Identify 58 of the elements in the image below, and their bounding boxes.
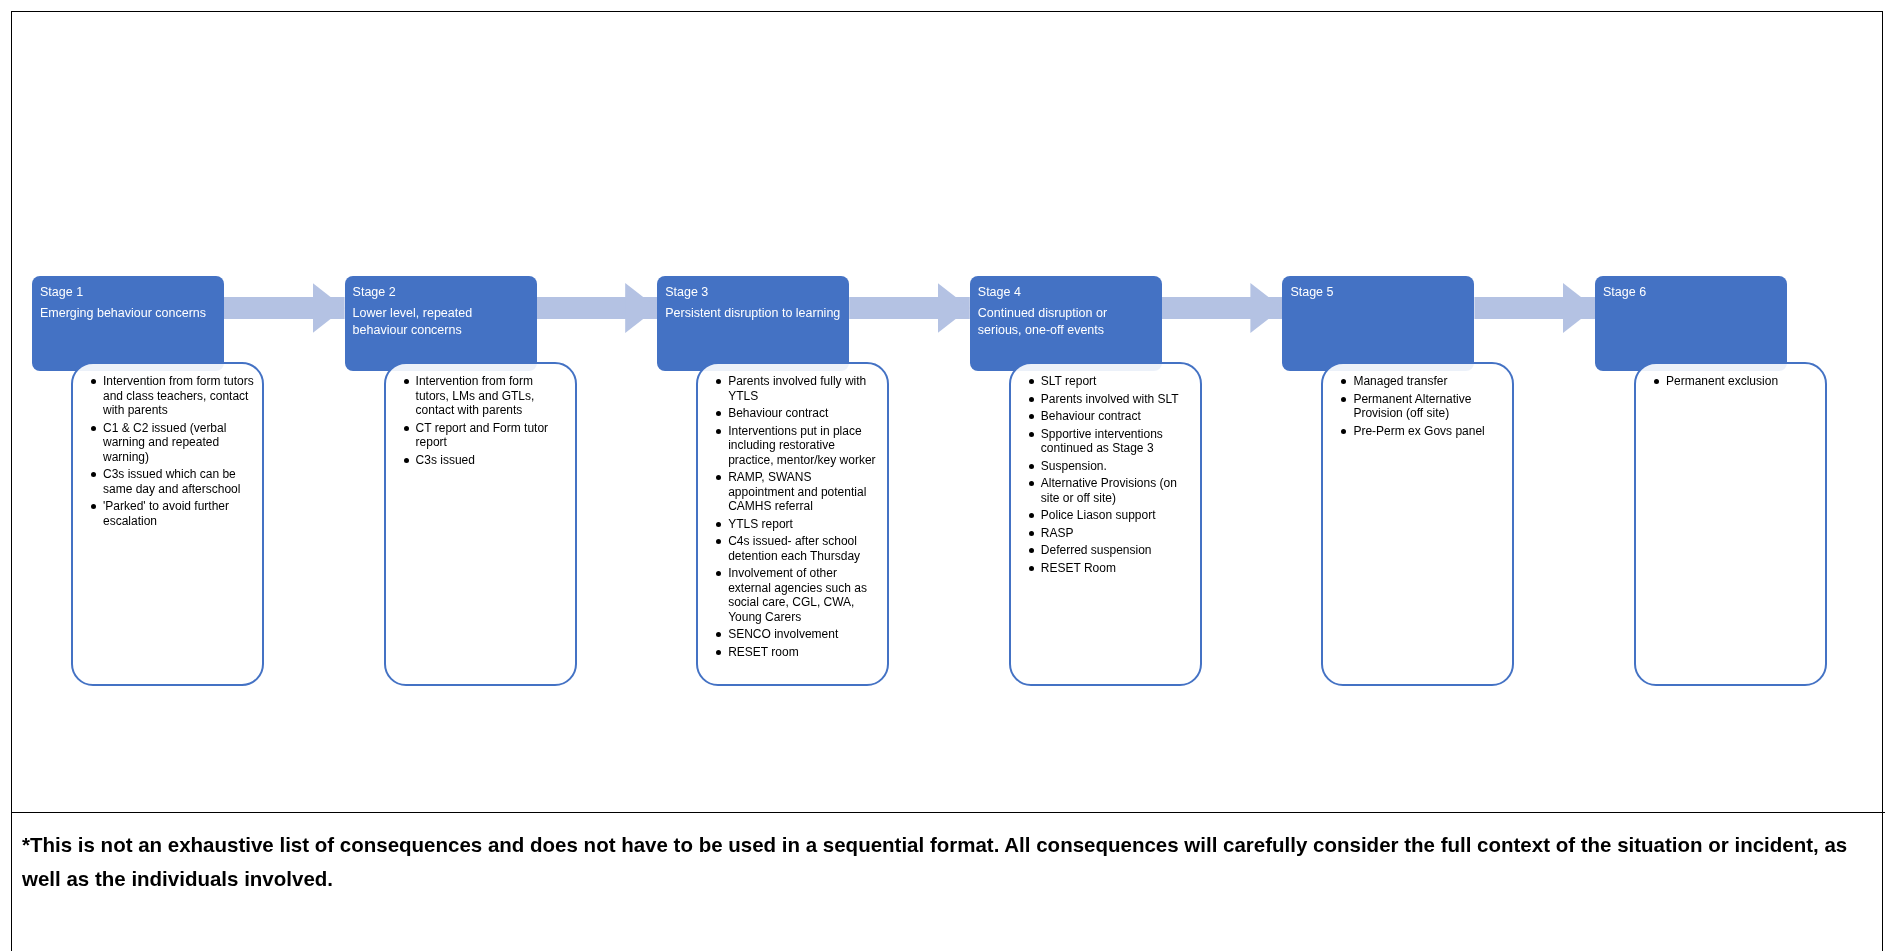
stage-title: Stage 2 xyxy=(352,284,397,301)
bullet-item: Intervention from form tutors, LMs and GTLs, contact with parents xyxy=(415,374,536,418)
bullet-item: Behaviour contract xyxy=(1040,409,1142,424)
consequence-card xyxy=(1321,362,1515,686)
bullet-item: CT report and Form tutor report xyxy=(415,420,550,450)
bullet-item: Permanent Alternative Provision (off site) xyxy=(1353,391,1473,421)
bullet-item: YTLS report xyxy=(728,516,794,531)
consequence-card xyxy=(1634,362,1827,686)
stage-description: Lower level, repeated behaviour concerns xyxy=(352,305,474,339)
block-arrow xyxy=(536,283,658,333)
stage-header-box xyxy=(969,276,1162,371)
stage-title: Stage 5 xyxy=(1290,284,1335,301)
stage-header-box xyxy=(657,276,850,371)
bullet-item: Involvement of other external agencies such as social care, CGL, CWA, Young Carers xyxy=(728,566,868,624)
bullet-item: RASP xyxy=(1040,525,1075,540)
bullet-item: C3s issued which can be same day and afterschool xyxy=(103,467,242,496)
stage-title: Stage 3 xyxy=(665,284,710,301)
stage-header-box xyxy=(1595,276,1787,371)
stage-title: Stage 1 xyxy=(40,284,85,301)
stage-description: Persistent disruption to learning xyxy=(665,305,842,322)
bullet-item: C1 & C2 issued (verbal warning and repeated warning) xyxy=(103,420,228,464)
stage-title: Stage 6 xyxy=(1603,284,1648,301)
bullet-item: Behaviour contract xyxy=(728,406,830,421)
block-arrow xyxy=(1161,283,1283,333)
consequence-card xyxy=(71,362,264,686)
block-arrow xyxy=(1474,283,1595,333)
stage-title: Stage 4 xyxy=(977,284,1022,301)
bullet-item: Deferred suspension xyxy=(1040,543,1153,558)
block-arrow xyxy=(224,283,345,333)
bullet-item: RESET room xyxy=(728,644,800,659)
block-arrow xyxy=(849,283,970,333)
bullet-item: RAMP, SWANS appointment and potential CAMHS referral xyxy=(728,470,868,514)
bullet-item: C3s issued xyxy=(415,452,476,467)
footnote: *This is not an exhaustive list of consequences and does not have to be used in a sequential format. All consequences will carefully consider the full context of the situation or incident, as well as the individuals involved. xyxy=(22,832,1849,892)
stage-description: Continued disruption or serious, one-off events xyxy=(977,305,1109,339)
bullet-item: C4s issued- after school detention each Thursday xyxy=(728,534,862,563)
stage-header-box xyxy=(32,276,224,371)
bullet-item: Managed transfer xyxy=(1353,374,1449,389)
consequence-card xyxy=(696,362,890,686)
bullet-item: Parents involved with SLT xyxy=(1040,391,1180,406)
stage-description: Emerging behaviour concerns xyxy=(40,305,208,322)
bullet-item: Parents involved fully with YTLS xyxy=(728,374,868,403)
bullet-item: 'Parked' to avoid further escalation xyxy=(103,499,230,528)
bullet-item: Intervention from form tutors and class teachers, contact with parents xyxy=(103,374,254,418)
bullet-item: Interventions put in place including restorative practice, mentor/key worker xyxy=(728,423,877,467)
stage-header-box xyxy=(344,276,537,371)
stage-header-box xyxy=(1282,276,1475,371)
bullet-item: RESET Room xyxy=(1040,560,1117,575)
bullet-item: Spportive interventions continued as Stage 3 xyxy=(1040,426,1164,456)
bullet-item: SENCO involvement xyxy=(728,627,840,642)
consequence-card xyxy=(383,362,577,686)
bullet-item: Alternative Provisions (on site or off site) xyxy=(1040,476,1178,505)
consequence-card xyxy=(1008,362,1202,686)
bullet-item: Permanent exclusion xyxy=(1666,374,1780,389)
bullet-item: Pre-Perm ex Govs panel xyxy=(1353,423,1486,438)
bullet-item: Police Liason support xyxy=(1040,508,1157,523)
bullet-item: SLT report xyxy=(1040,374,1098,389)
bullet-item: Suspension. xyxy=(1040,458,1108,473)
